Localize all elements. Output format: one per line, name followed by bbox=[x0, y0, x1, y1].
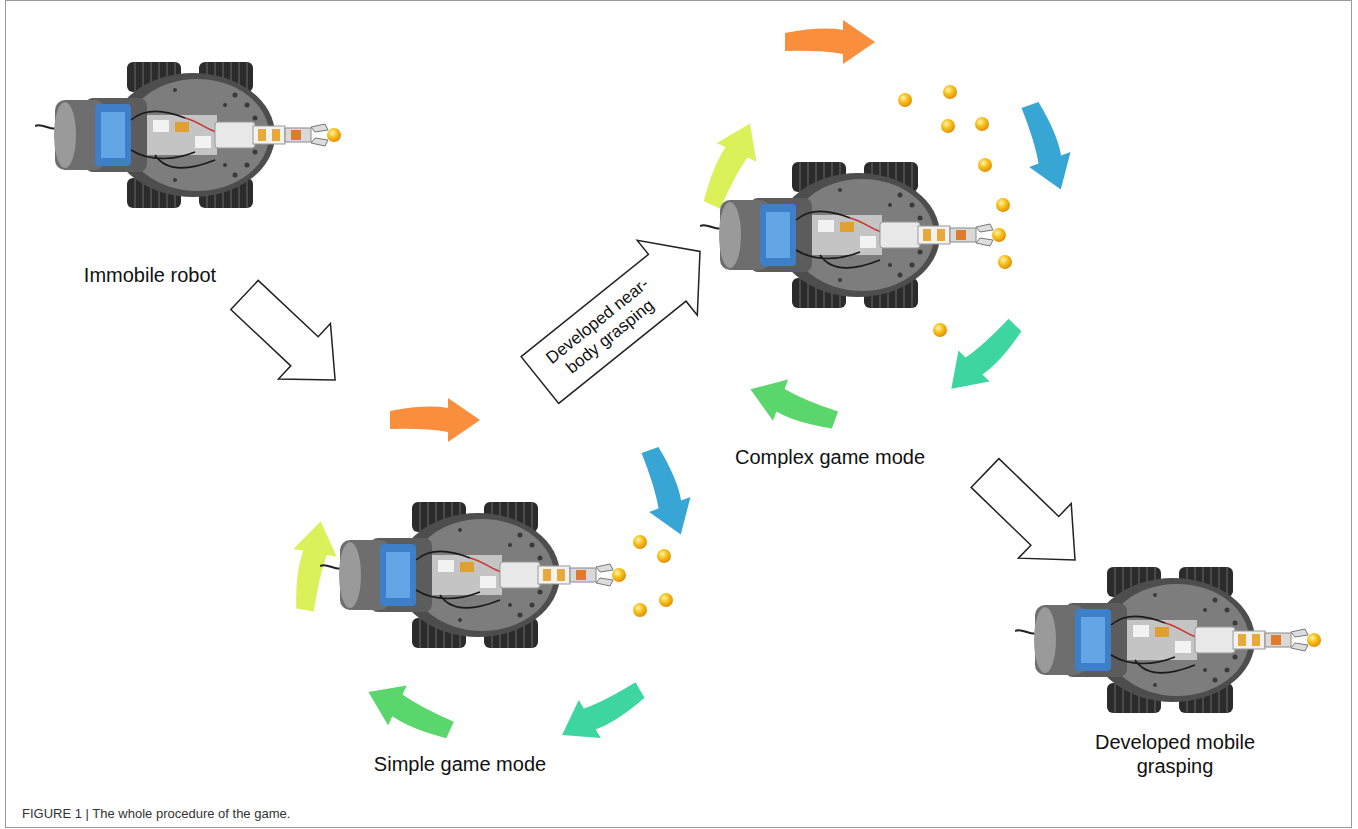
illustration-part bbox=[978, 158, 992, 172]
cycle-arrow bbox=[359, 672, 459, 750]
ball-group bbox=[898, 85, 1012, 337]
illustration-part bbox=[633, 603, 647, 617]
illustration-part bbox=[657, 549, 671, 563]
robot-stage-node: Simple game mode bbox=[280, 380, 660, 790]
cycle-arrow bbox=[743, 369, 843, 441]
robot-stage-node: Developed mobile grasping bbox=[1010, 560, 1340, 800]
block-arrow bbox=[971, 459, 1075, 560]
illustration-part bbox=[943, 85, 957, 99]
illustration-part bbox=[898, 93, 912, 107]
illustration-part bbox=[975, 117, 989, 131]
block-arrow bbox=[231, 280, 335, 380]
illustration-part bbox=[941, 119, 955, 133]
robot-picture bbox=[320, 502, 626, 648]
stage-label: Developed mobile grasping bbox=[1060, 730, 1290, 778]
robot-stage-node: Immobile robot bbox=[30, 45, 360, 295]
stage-label: Simple game mode bbox=[340, 752, 580, 776]
stage-label: Immobile robot bbox=[50, 263, 250, 287]
stage-label: Complex game mode bbox=[720, 445, 940, 469]
robot-stage-node: Complex game mode bbox=[700, 20, 1080, 473]
figure-caption: FIGURE 1 | The whole procedure of the ga… bbox=[22, 806, 290, 821]
arrow-label: Developed near- body grasping bbox=[533, 266, 675, 391]
block-arrow bbox=[521, 240, 700, 403]
figure-frame bbox=[6, 1, 1352, 828]
illustration-part bbox=[633, 535, 647, 549]
illustration-part bbox=[933, 323, 947, 337]
cycle-arrow bbox=[283, 518, 342, 614]
robot-picture bbox=[700, 162, 1006, 308]
cycle-arrow bbox=[390, 398, 480, 442]
illustration-part bbox=[996, 198, 1010, 212]
illustration-part bbox=[659, 593, 673, 607]
cycle-arrow bbox=[629, 442, 701, 542]
cycle-arrow bbox=[551, 671, 651, 754]
robot-picture bbox=[35, 62, 341, 208]
cycle-arrow bbox=[1009, 97, 1081, 197]
ball-group bbox=[633, 535, 673, 617]
cycle-arrow bbox=[936, 309, 1031, 404]
cycle-arrow bbox=[785, 20, 875, 64]
illustration-part bbox=[998, 255, 1012, 269]
robot-picture bbox=[1015, 567, 1321, 713]
